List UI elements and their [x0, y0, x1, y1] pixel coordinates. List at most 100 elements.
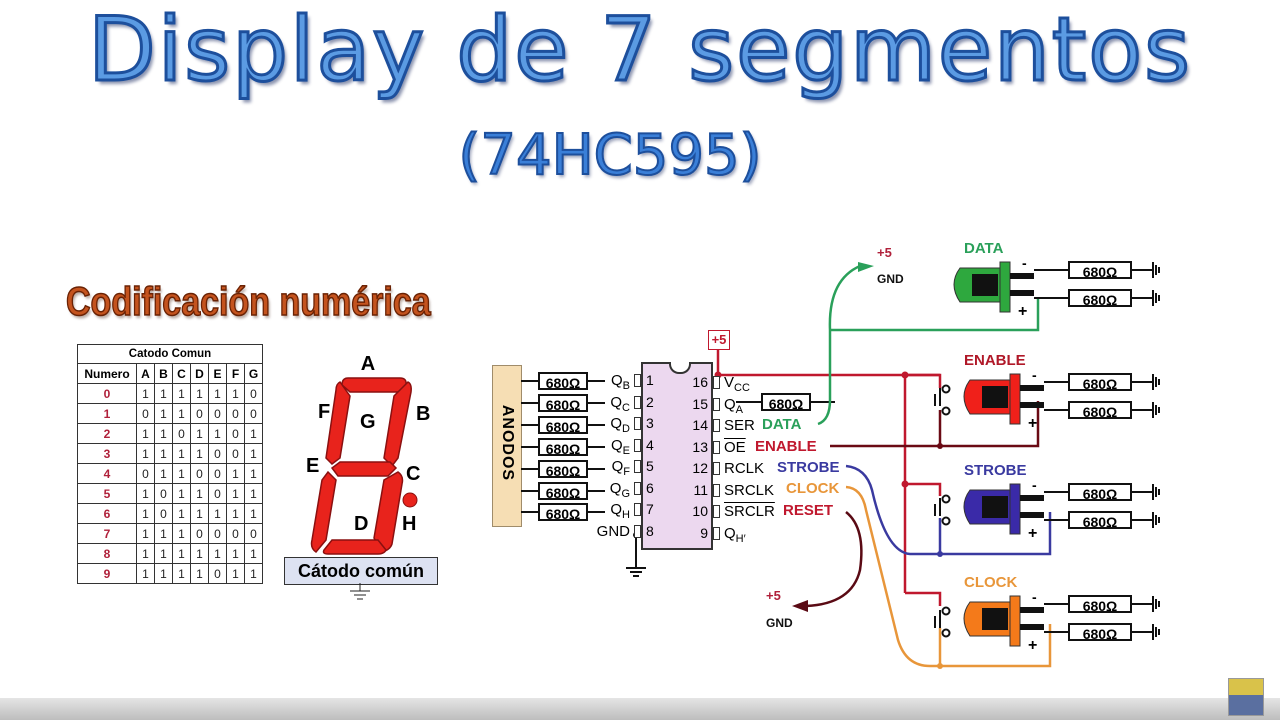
segment-bit: 1	[226, 563, 245, 584]
pin-label-base: Q	[724, 524, 736, 542]
segment-bit: 1	[226, 383, 245, 404]
ic-pin	[634, 374, 641, 387]
pin-label-base: Q	[610, 393, 623, 411]
vcc-supply-label: +5	[708, 330, 730, 350]
resistor-qg: 680Ω	[538, 482, 588, 501]
segment-bit: 0	[208, 483, 227, 504]
led-label: CLOCK	[964, 574, 1018, 591]
resistor-qh: 680Ω	[538, 503, 588, 522]
segment-bit: 0	[208, 403, 227, 424]
pin-number: 10	[692, 503, 708, 519]
segment-bit: 1	[190, 443, 209, 464]
pin-number: 15	[692, 395, 708, 412]
segment-bit: 1	[244, 463, 263, 484]
pin-number: 6	[646, 479, 654, 496]
led-icon: - +	[934, 477, 1160, 542]
segment-bit: 1	[136, 443, 155, 464]
ic-74hc595	[641, 362, 713, 550]
anodes-bar: ANODOS	[492, 365, 522, 527]
pin-label-base: OE	[724, 438, 746, 456]
resistor-qd: 680Ω	[538, 416, 588, 435]
led-label: ENABLE	[964, 352, 1026, 369]
row-number: 8	[77, 543, 137, 564]
ic-pin	[713, 419, 720, 432]
resistor-qc: 680Ω	[538, 394, 588, 413]
pin-label-sub: E	[622, 444, 630, 457]
reset-supply-label: +5	[766, 588, 781, 603]
segment-bit: 1	[208, 543, 227, 564]
segment-label-f: F	[318, 401, 330, 423]
cathode-common-label: Cátodo común	[284, 557, 438, 585]
pin-label: QG	[610, 480, 630, 500]
pin-label-base: Q	[724, 395, 736, 413]
segment-bit: 1	[244, 563, 263, 584]
pin-number: 1	[646, 372, 654, 388]
led-resistor-top: 680Ω	[1068, 483, 1132, 502]
segment-bit: 1	[244, 483, 263, 504]
pin-number: 5	[646, 458, 654, 474]
pin-label: QC	[610, 394, 630, 414]
reset-gnd-label: GND	[766, 616, 793, 630]
segment-bit: 1	[190, 383, 209, 404]
ic-pin	[634, 417, 641, 430]
resistor-qe: 680Ω	[538, 438, 588, 457]
segment-bit: 1	[226, 463, 245, 484]
segment-d	[322, 539, 387, 555]
pin-number: 7	[646, 501, 654, 517]
pin-label-sub: B	[622, 380, 630, 392]
segment-bit: 0	[190, 463, 209, 484]
led-icon: - +	[934, 589, 1160, 654]
segment-h-dot	[402, 492, 418, 508]
segment-bit: 1	[190, 563, 209, 584]
segment-bit: 0	[244, 403, 263, 424]
channel-thumbnail[interactable]	[1228, 678, 1264, 716]
ground-icon	[350, 583, 370, 600]
ic-pin	[713, 397, 720, 411]
pin-number: 4	[646, 436, 654, 453]
segment-bit: 0	[208, 443, 227, 464]
segment-bit: 1	[154, 523, 173, 544]
pin-label-sub: F	[623, 466, 630, 478]
segment-bit: 1	[154, 403, 173, 424]
segment-bit: 1	[136, 543, 155, 564]
row-number: 0	[77, 383, 137, 404]
segment-label-c: C	[406, 463, 420, 485]
segment-bit: 0	[226, 523, 245, 544]
pin-label: VCC	[724, 374, 750, 394]
led-resistor-bottom: 680Ω	[1068, 289, 1132, 308]
pin-label-base: SRCLR	[724, 503, 775, 520]
row-number: 9	[77, 563, 137, 584]
pin-label: QE	[611, 437, 630, 457]
pin-label-base: Q	[611, 458, 624, 475]
led-icon: - +	[953, 255, 1160, 320]
segment-bit: 0	[190, 403, 209, 424]
segment-label-g: G	[360, 411, 376, 433]
pin-label: SER	[724, 417, 755, 437]
led-resistor-bottom: 680Ω	[1068, 511, 1132, 530]
pin-number: 9	[700, 524, 708, 541]
plus-sign: +	[1018, 303, 1027, 320]
segment-bit: 1	[208, 423, 227, 444]
minus-sign: -	[1032, 589, 1037, 605]
segment-bit: 1	[190, 483, 209, 504]
pin-label-base: RCLK	[724, 460, 765, 477]
segment-bit: 0	[172, 423, 191, 444]
truth-table-header: F	[226, 363, 245, 384]
segment-label-h: H	[402, 513, 416, 535]
segment-bit: 0	[226, 403, 245, 424]
pin-number: 13	[692, 438, 708, 455]
segment-bit: 1	[136, 523, 155, 544]
pin-label-base: Q	[610, 501, 623, 518]
video-bottom-bar	[0, 698, 1280, 720]
pin-label-base: Q	[610, 372, 623, 389]
